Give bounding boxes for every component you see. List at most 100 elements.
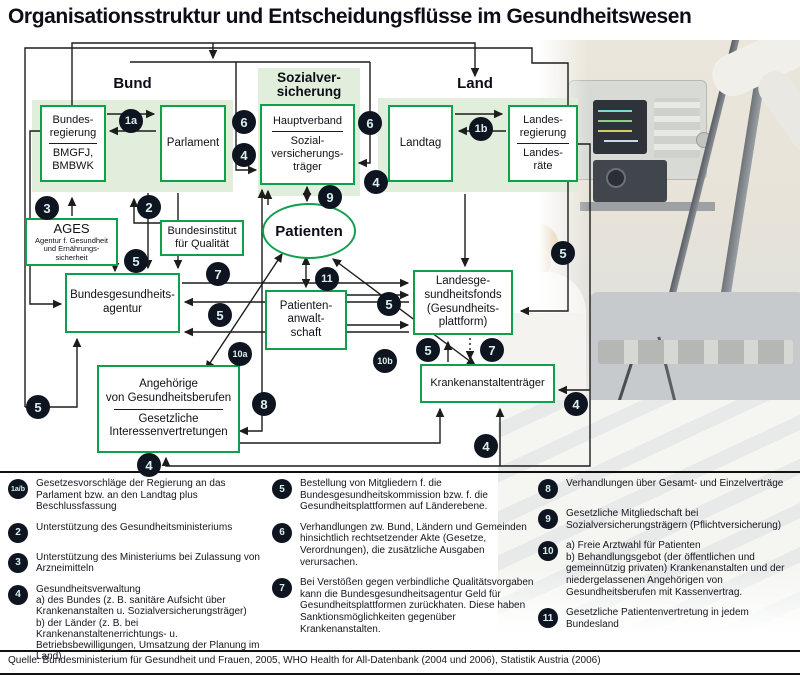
box-divider — [114, 408, 223, 410]
badge-5: 5 — [377, 292, 401, 316]
badge-7: 7 — [480, 338, 504, 362]
box-bundesregierung: Bundes- regierung BMGFJ, BMBWK — [40, 105, 106, 182]
landtag-label: Landtag — [399, 136, 442, 149]
badge-10b: 10b — [373, 349, 397, 373]
box-divider — [272, 131, 343, 133]
socket-strip — [598, 340, 793, 364]
legend-item-1ab: 1a/b Gesetzesvorschläge der Regierung an… — [8, 478, 266, 513]
box-landesregierung: Landes- regierung Landes- räte — [508, 105, 578, 182]
legend-text-2: Unterstützung des Gesundheitsministerium… — [36, 521, 233, 533]
badge-6: 6 — [232, 110, 256, 134]
lgf-label: Landesge- sundheitsfonds (Gesundheits- p… — [424, 275, 502, 329]
badge-6: 6 — [358, 111, 382, 135]
photo-fade-bottom — [498, 566, 800, 646]
box-krankenanstaltentraeger: Krankenanstaltenträger — [420, 364, 555, 403]
badge-4: 4 — [364, 170, 388, 194]
badge-9: 9 — [318, 185, 342, 209]
legend-badge-10: 10 — [538, 541, 558, 562]
legend-badge-11: 11 — [538, 608, 558, 629]
box-angehoerige: Angehörige von Gesundheitsberufen Gesetz… — [97, 365, 240, 453]
legend-badge-7: 7 — [272, 578, 292, 599]
legend-item-3: 3 Unterstützung des Ministeriums bei Zul… — [8, 552, 266, 575]
source-line: Quelle: Bundesministerium für Gesundheit… — [8, 655, 601, 666]
legend-column-1: 1a/b Gesetzesvorschläge der Regierung an… — [8, 478, 266, 671]
box-bundesgesundheitsagentur: Bundesgesundheits- agentur — [65, 273, 180, 333]
badge-4: 4 — [232, 143, 256, 167]
legend-item-11: 11 Gesetzliche Patientenvertretung in je… — [538, 607, 796, 630]
legend-text-1ab: Gesetzesvorschläge der Regierung an das … — [36, 478, 226, 513]
equipment-gauge — [606, 168, 626, 188]
legend-badge-4: 4 — [8, 584, 28, 605]
equipment-unit — [593, 160, 667, 202]
legend-column-3: 8 Verhandlungen über Gesamt- und Einzelv… — [538, 478, 796, 639]
legend-item-8: 8 Verhandlungen über Gesamt- und Einzelv… — [538, 478, 796, 499]
legend-column-2: 5 Bestellung von Mitgliedern f. die Bund… — [272, 478, 534, 644]
monitor-buttons — [654, 98, 700, 158]
page-title: Organisationsstruktur und Entscheidungsf… — [8, 5, 692, 28]
box-patientenanwaltschaft: Patienten- anwalt- schaft — [265, 290, 347, 350]
box-landesgesundheitsfonds: Landesge- sundheitsfonds (Gesundheits- p… — [413, 270, 513, 335]
legend-text-8: Verhandlungen über Gesamt- und Einzelver… — [566, 478, 784, 489]
badge-1b: 1b — [469, 117, 493, 141]
legend-item-10: 10 a) Freie Arztwahl für Patienten b) Be… — [538, 540, 796, 598]
box-divider — [48, 143, 98, 144]
badge-5: 5 — [124, 249, 148, 273]
badge-5: 5 — [416, 338, 440, 362]
legend-item-4: 4 Gesundheitsverwaltung a) des Bundes (z… — [8, 584, 266, 662]
patienten-label: Patienten — [275, 222, 343, 240]
ages-title: AGES — [53, 221, 90, 237]
legend-text-3: Unterstützung des Ministeriums bei Zulas… — [36, 551, 260, 575]
kat-label: Krankenanstaltenträger — [430, 377, 545, 390]
badge-5: 5 — [26, 395, 50, 419]
legend-item-7: 7 Bei Verstößen gegen verbindliche Quali… — [272, 577, 534, 635]
bottom-rule — [0, 673, 800, 675]
landesraete-label: Landes- räte — [523, 147, 563, 172]
badge-5: 5 — [208, 303, 232, 327]
bmgfj-bmbwk-label: BMGFJ, BMBWK — [52, 147, 94, 172]
source-top-rule — [0, 650, 800, 652]
legend-text-6: Verhandlungen zw. Bund, Ländern und Geme… — [300, 521, 527, 568]
legend-badge-8: 8 — [538, 479, 558, 499]
hospital-photo — [498, 40, 800, 646]
badge-4: 4 — [474, 434, 498, 458]
box-divider — [517, 143, 569, 144]
box-landtag: Landtag — [388, 105, 453, 182]
legend-badge-9: 9 — [538, 509, 558, 529]
legend-badge-5: 5 — [272, 479, 292, 499]
legend-text-11: Gesetzliche Patientenvertretung in jedem… — [566, 607, 749, 630]
box-bundesinstitut-qualitaet: Bundesinstitut für Qualität — [160, 220, 244, 256]
parlament-label: Parlament — [166, 136, 220, 149]
box-hauptverband: Hauptverband Sozial- versicherungs- träg… — [260, 104, 355, 185]
bundesregierung-label: Bundes- regierung — [49, 114, 97, 140]
badge-10a: 10a — [228, 342, 252, 366]
interessenvertretungen-label: Gesetzliche Interessenvertretungen — [109, 412, 228, 439]
legend-item-9: 9 Gesetzliche Mitgliedschaft bei Sozialv… — [538, 508, 796, 531]
box-parlament: Parlament — [160, 105, 226, 182]
patienten-ellipse: Patienten — [262, 203, 356, 259]
monitor-trace — [598, 110, 632, 112]
legend-badge-6: 6 — [272, 522, 292, 543]
legend-item-6: 6 Verhandlungen zw. Bund, Ländern und Ge… — [272, 522, 534, 568]
badge-4: 4 — [564, 392, 588, 416]
legend-text-5: Bestellung von Mitgliedern f. die Bundes… — [300, 478, 488, 513]
legend-badge-3: 3 — [8, 552, 28, 573]
legend-text-4: Gesundheitsverwaltung a) des Bundes (z. … — [36, 583, 260, 663]
biq-label: Bundesinstitut für Qualität — [167, 225, 237, 250]
badge-11: 11 — [315, 267, 339, 291]
group-label-land: Land — [457, 75, 493, 92]
badge-3: 3 — [35, 196, 59, 220]
badge-7: 7 — [206, 262, 230, 286]
legend-text-9: Gesetzliche Mitgliedschaft bei Sozialver… — [566, 508, 782, 531]
group-label-bund: Bund — [113, 75, 152, 92]
legend-item-5: 5 Bestellung von Mitgliedern f. die Bund… — [272, 478, 534, 513]
landesregierung-label: Landes- regierung — [519, 114, 567, 140]
paw-label: Patienten- anwalt- schaft — [279, 299, 333, 339]
badge-2: 2 — [137, 195, 161, 219]
monitor-screen — [593, 100, 647, 154]
angehoerige-label: Angehörige von Gesundheitsberufen — [105, 378, 232, 404]
badge-5: 5 — [551, 241, 575, 265]
equipment-shelf — [580, 202, 715, 211]
group-label-sozialversicherung: Sozialver- sicherung — [276, 70, 342, 100]
legend-badge-1ab: 1a/b — [8, 479, 28, 499]
